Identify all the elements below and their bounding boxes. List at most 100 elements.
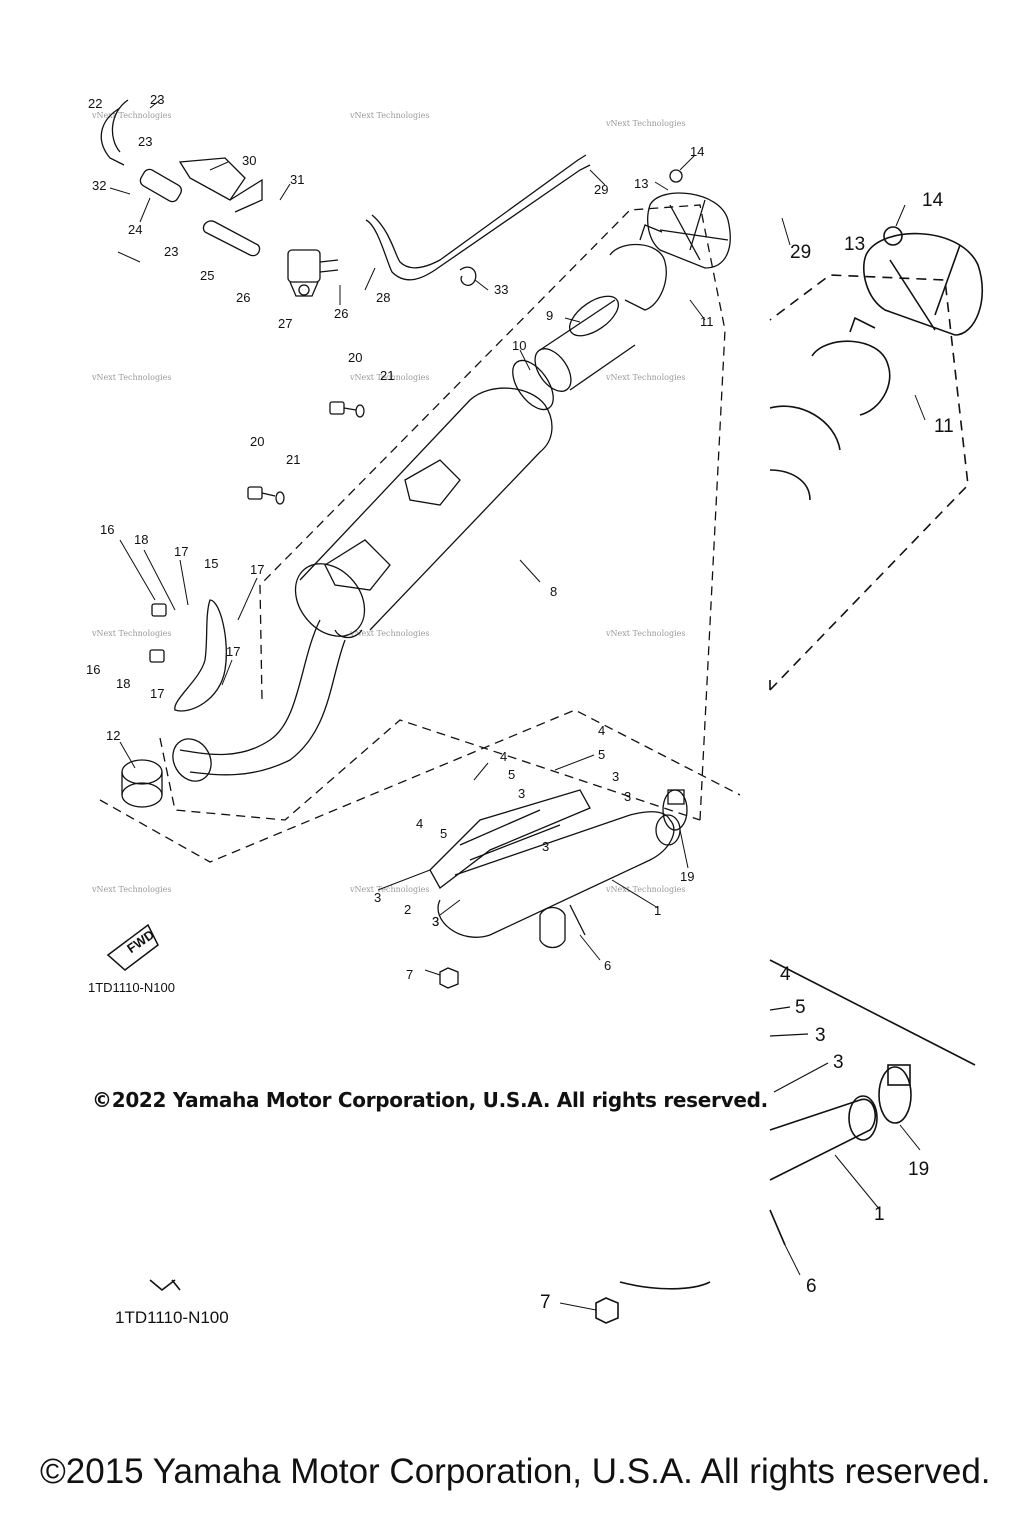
- callout: 13: [634, 176, 648, 191]
- svg-text:vNext Technologies: vNext Technologies: [349, 629, 429, 638]
- gasket-12: [121, 759, 163, 808]
- callout: 3: [612, 769, 619, 784]
- callout: 14: [922, 190, 944, 211]
- callout: 1: [874, 1204, 885, 1225]
- callout: 8: [550, 584, 557, 599]
- forward-arrow: FWD: [106, 923, 159, 971]
- callout: 5: [440, 826, 447, 841]
- washers-21: [275, 404, 365, 505]
- head-pipe: [179, 619, 346, 776]
- callout: 11: [700, 314, 714, 329]
- callout: 23: [150, 92, 164, 107]
- callout: 23: [164, 244, 178, 259]
- callout: 16: [100, 522, 114, 537]
- callout: 5: [598, 747, 605, 762]
- hose-28: [365, 164, 591, 281]
- protector-2: [429, 789, 591, 889]
- bolts-20: [247, 401, 357, 500]
- svg-text:vNext Technologies: vNext Technologies: [349, 373, 429, 382]
- zoom-clamp-19: [878, 1066, 912, 1124]
- zoom-overlay: [149, 226, 983, 1324]
- callout: 20: [250, 434, 264, 449]
- callout: 3: [624, 789, 631, 804]
- callout: 26: [334, 306, 348, 321]
- zoom-bolt-14: [883, 226, 903, 246]
- callout: 6: [806, 1276, 817, 1297]
- bolt-16b: [149, 649, 165, 663]
- callout: 19: [908, 1159, 929, 1180]
- callout: 27: [278, 316, 292, 331]
- zoom-pipe-1: [769, 1098, 876, 1181]
- callout: 3: [518, 786, 525, 801]
- callout: 15: [204, 556, 218, 571]
- callout: 3: [432, 914, 439, 929]
- callouts-zoom: 29 14 13 11 4 5 3 3 19 1 6 7: [540, 190, 954, 1313]
- zoom-nut-7: [595, 1297, 619, 1324]
- muffler-group-boundary: [159, 204, 726, 821]
- bolt-16a: [151, 603, 167, 617]
- clamp-11: [609, 224, 667, 311]
- bracket-30: [178, 157, 263, 213]
- svg-text:vNext Technologies: vNext Technologies: [91, 373, 171, 382]
- callout: 3: [833, 1052, 844, 1073]
- callout: 17: [150, 686, 164, 701]
- callout: 21: [380, 368, 394, 383]
- callout: 6: [604, 958, 611, 973]
- callout: 18: [116, 676, 130, 691]
- callout: 20: [348, 350, 362, 365]
- svg-text:vNext Technologies: vNext Technologies: [605, 885, 685, 894]
- callout: 17: [174, 544, 188, 559]
- callout: 1: [654, 903, 661, 918]
- clamp-19: [662, 789, 688, 831]
- bolt-14: [669, 169, 683, 183]
- callout: 4: [416, 816, 423, 831]
- nut-7: [439, 967, 459, 989]
- copyright-notice-large: ©2015 Yamaha Motor Corporation, U.S.A. A…: [40, 1452, 991, 1491]
- svg-text:vNext Technologies: vNext Technologies: [605, 629, 685, 638]
- main-diagram: [99, 99, 741, 989]
- bracket-15: [174, 599, 227, 712]
- pipe-25: [202, 220, 261, 257]
- callout: 22: [88, 96, 102, 111]
- callout: 16: [86, 662, 100, 677]
- callout: 21: [286, 452, 300, 467]
- spark-arrestor-9: [534, 295, 636, 392]
- callout: 30: [242, 153, 256, 168]
- clip-33: [459, 266, 477, 286]
- copyright-notice-small: ©2022 Yamaha Motor Corporation, U.S.A. A…: [92, 1088, 768, 1112]
- sensor-24: [139, 168, 183, 203]
- valve-27: [287, 249, 339, 297]
- svg-text:vNext Technologies: vNext Technologies: [605, 373, 685, 382]
- callout: 13: [844, 234, 865, 255]
- callout: 7: [540, 1292, 551, 1313]
- callout: 18: [134, 532, 148, 547]
- zoom-end-cap-13: [862, 232, 983, 336]
- callout: 3: [542, 839, 549, 854]
- exhaust-pipe-1: [437, 811, 681, 938]
- callout: 25: [200, 268, 214, 283]
- callout: 5: [795, 997, 806, 1018]
- callout: 12: [106, 728, 120, 743]
- callout: 28: [376, 290, 390, 305]
- callout: 32: [92, 178, 106, 193]
- callout: 31: [290, 172, 304, 187]
- callout: 19: [680, 869, 694, 884]
- leader-lines: [109, 99, 926, 1311]
- callout: 10: [512, 338, 526, 353]
- svg-text:vNext Technologies: vNext Technologies: [349, 111, 429, 120]
- callout: 2: [404, 902, 411, 917]
- diagram-code: 1TD1110-N100: [88, 980, 175, 995]
- callout: 11: [934, 416, 954, 437]
- callout: 4: [500, 749, 507, 764]
- callout: 3: [432, 914, 439, 929]
- svg-text:vNext Technologies: vNext Technologies: [91, 111, 171, 120]
- diagram-code-zoom: 1TD1110-N100: [115, 1308, 229, 1327]
- svg-text:vNext Technologies: vNext Technologies: [349, 885, 429, 894]
- callout: 17: [226, 644, 240, 659]
- svg-text:vNext Technologies: vNext Technologies: [605, 119, 685, 128]
- zoom-clamp-11: [811, 316, 891, 416]
- svg-text:vNext Technologies: vNext Technologies: [91, 885, 171, 894]
- svg-text:vNext Technologies: vNext Technologies: [91, 629, 171, 638]
- callout: 4: [780, 964, 791, 985]
